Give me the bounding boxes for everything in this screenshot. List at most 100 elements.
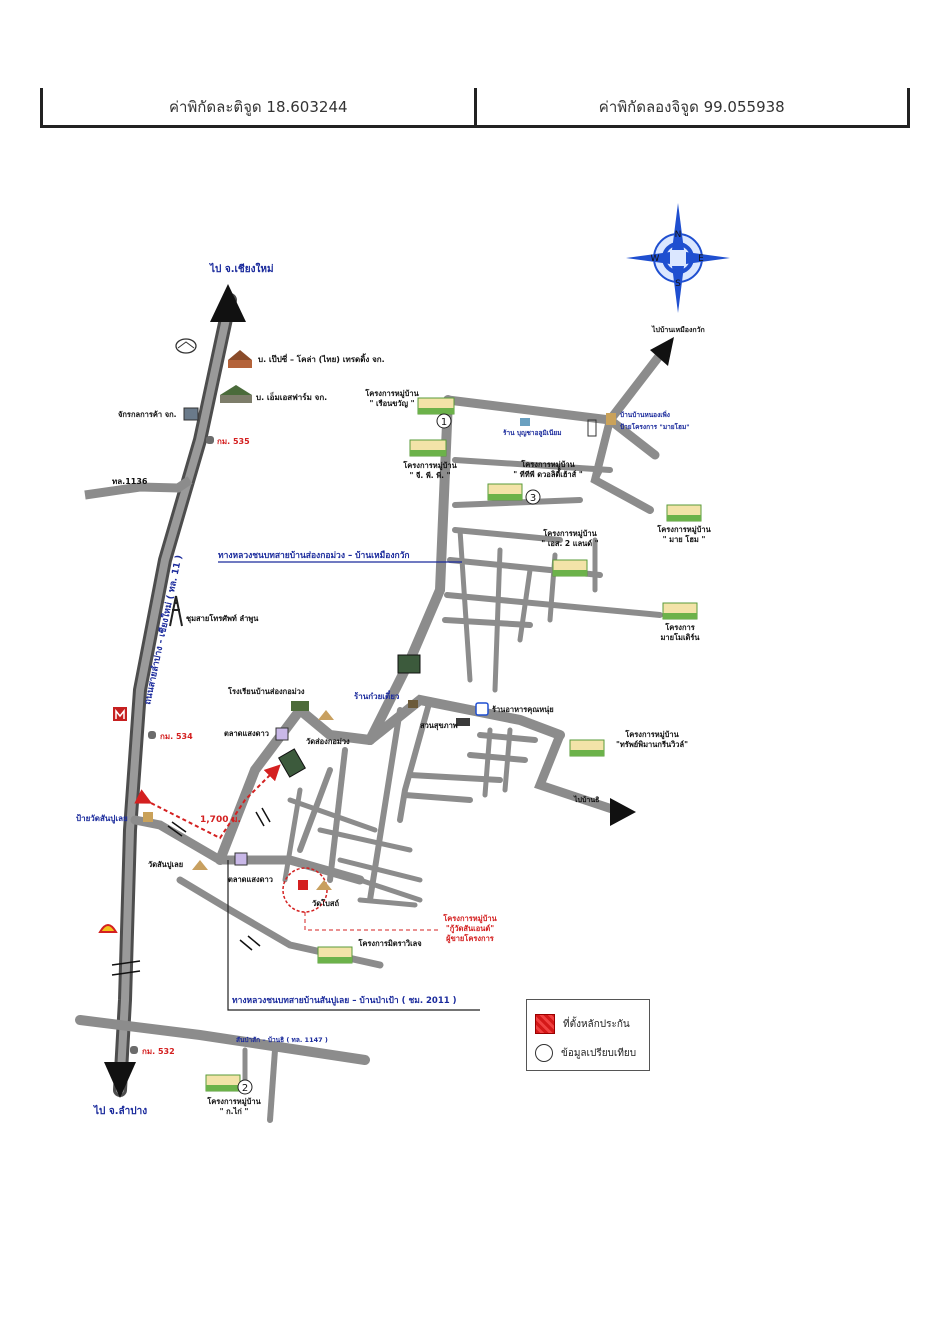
svg-text:3: 3 [530, 493, 536, 504]
latitude-label: ค่าพิกัดละติจูด 18.603244 [168, 97, 348, 116]
label-machinery: จักรกลการค้า จก. [118, 410, 177, 419]
label-aluminium-shop: ร้าน บุญชาอลูมิเนียม [503, 428, 562, 438]
project-kor-kai-icon [205, 1074, 241, 1092]
shell-logo-icon [98, 924, 118, 933]
label-rural-road-south: ทางหลวงชนบทสายบ้านสันปูเลย – บ้านป่าเป้า… [232, 995, 457, 1006]
label-route-1147: สันป่าสัก – บ้านธิ ( ทล. 1147 ) [236, 1035, 328, 1044]
arrow-ban-thi-icon [610, 798, 636, 826]
pepsi-factory-icon [228, 350, 252, 368]
project-ruean-kwan-icon [417, 397, 455, 415]
highway-11-road [113, 293, 237, 1097]
project-sr-land-icon [552, 559, 588, 577]
rural-road-network [75, 350, 665, 1123]
project-my-modern-icon [662, 602, 698, 620]
km-post-535-icon [206, 436, 214, 444]
market-icon-2 [234, 852, 248, 866]
legend-row-collateral: ที่ตั้งหลักประกัน [535, 1014, 630, 1034]
label-market-2: ตลาดแสงดาว [228, 875, 273, 884]
label-rural-road-north: ทางหลวงชนบทสายบ้านส่องกอม่วง – บ้านเหมือ… [218, 550, 410, 561]
longitude-label: ค่าพิกัดลองจิจูด 99.055938 [473, 88, 908, 125]
project-tpp-icon [487, 483, 523, 501]
compass-icon: N S W E [626, 203, 730, 313]
phone-tower-icon [169, 595, 183, 627]
legend-comparison-label: ข้อมูลเปรียบเทียบ [561, 1047, 637, 1059]
label-project-kor-kai: โครงการหมู่บ้าน" ก.ไก่ " [206, 1096, 261, 1116]
label-school: โรงเรียนบ้านส่องกอม่วง [227, 686, 305, 696]
label-wat-inthanon: วัดโบสถ์ [312, 898, 339, 908]
temple-icon-2 [192, 860, 208, 870]
label-to-ban-thi: ไปบ้านธิ [573, 795, 599, 804]
label-restaurant: ร้านอาหารคุณหนุ่ย [492, 705, 554, 714]
building-green-2-icon [278, 748, 306, 778]
building-green-1-icon [397, 654, 421, 674]
temple-icon-1 [318, 710, 334, 720]
label-km532: กม. 532 [142, 1047, 175, 1056]
label-project-sap-phiman: โครงการหมู่บ้าน"ทรัพย์พิมานกรีนวิวล์" [616, 729, 688, 749]
label-to-lampang: ไป จ.ลำปาง [93, 1104, 147, 1117]
compass-n: N [675, 230, 682, 240]
marker-three: 3 [525, 489, 541, 505]
label-village-sign: ป้ายโครงการ "มายโฮม" [620, 422, 690, 431]
collateral-swatch-icon [535, 1014, 555, 1034]
label-to-chiang-mai: ไป จ.เชียงใหม่ [209, 262, 274, 275]
label-project-mitra: โครงการมิตราวิเลจ [357, 938, 421, 948]
mcdonalds-sign-icon [113, 707, 127, 721]
mazda-logo-icon [175, 338, 197, 354]
village-sign-icon [606, 413, 616, 425]
label-park: สวนสุขภาพ [420, 721, 458, 730]
marker-two: 2 [237, 1079, 253, 1095]
label-market-1: ตลาดแสงดาว [224, 729, 269, 738]
arrow-mueang-kwak-icon [650, 337, 674, 366]
svg-text:1: 1 [441, 417, 447, 428]
label-project-my-home: โครงการหมู่บ้าน" มาย โฮม " [656, 524, 711, 544]
temple-icon-3 [316, 880, 332, 890]
km-post-534-icon [148, 731, 156, 739]
coordinate-table: ค่าพิกัดละติจูด 18.603244 ค่าพิกัดลองจิจ… [40, 88, 910, 128]
landmark-icons [98, 338, 616, 1054]
label-project-my-modern: โครงการมายโมเดิร์น [660, 622, 700, 642]
label-project-sr-land: โครงการหมู่บ้าน" เอส. 2 แลนด์ " [541, 528, 598, 548]
label-wat-sanpulei-sign: ป้ายวัดสันปูเลย [76, 813, 128, 824]
restaurant-icon [475, 702, 489, 716]
label-to-mueang-kwak: ไปบ้านเหมืองกวัก [651, 325, 705, 334]
label-noodle-shop: ร้านก๋วยเตี๋ยว [354, 690, 400, 701]
noodle-shop-icon [408, 700, 418, 708]
label-project-subject: โครงการหมู่บ้าน"กู้วัดสันเอนต์"ผู้ขายโคร… [442, 913, 497, 944]
project-gpp-icon [409, 439, 447, 457]
marker-one: 1 [436, 413, 452, 429]
comparison-circle-icon [535, 1044, 553, 1062]
park-icon [456, 718, 470, 726]
label-pepsi: บ. เป๊ปซี่ – โคล่า (ไทย) เทรดดิ้ง จก. [258, 353, 385, 364]
km-post-532-icon [130, 1046, 138, 1054]
sm-farm-icon [220, 385, 252, 403]
collateral-leader [304, 912, 440, 931]
label-km535: กม. 535 [217, 437, 250, 446]
compass-w: W [651, 254, 660, 264]
label-project-tpp: โครงการหมู่บ้าน" ทีทีพี ดวอลิตี้เฮ้าส์ " [513, 459, 583, 479]
arrow-south-icon [104, 1062, 136, 1098]
label-wat-song: วัดส่องกอม่วง [306, 737, 350, 746]
map-legend: ที่ตั้งหลักประกัน ข้อมูลเปรียบเทียบ [526, 999, 650, 1071]
compass-s: S [675, 279, 681, 289]
legend-row-comparison: ข้อมูลเปรียบเทียบ [535, 1044, 636, 1062]
label-sm-farm: บ. เอ็มเอสฟาร์ม จก. [256, 391, 327, 402]
project-icons [205, 397, 702, 1092]
label-wat-sanpulei: วัดสันปูเลย [148, 860, 183, 870]
legend-collateral-label: ที่ตั้งหลักประกัน [563, 1018, 630, 1030]
label-phone-exchange: ชุมสายโทรศัพท์ ลำพูน [186, 613, 259, 624]
compass-e: E [698, 254, 704, 264]
project-sap-phiman-icon [569, 739, 605, 757]
machinery-icon [183, 407, 199, 421]
distance-indicator [134, 764, 281, 840]
label-project-ruean-kwan: โครงการหมู่บ้าน" เรือนขวัญ " [364, 388, 419, 408]
label-village-sign2: บ้านบ้านหนองเพิ่ง [620, 409, 670, 419]
project-my-home-icon [666, 504, 702, 522]
school-icon [291, 701, 309, 711]
market-icon-1 [275, 727, 289, 741]
aluminium-shop-icon [520, 418, 530, 426]
label-project-gpp: โครงการหมู่บ้าน" จี. พี. พี. " [402, 460, 457, 480]
sanpulei-sign-icon [143, 812, 153, 822]
arrow-north-icon [210, 284, 246, 322]
label-distance: 1,700 ม. [200, 815, 241, 825]
